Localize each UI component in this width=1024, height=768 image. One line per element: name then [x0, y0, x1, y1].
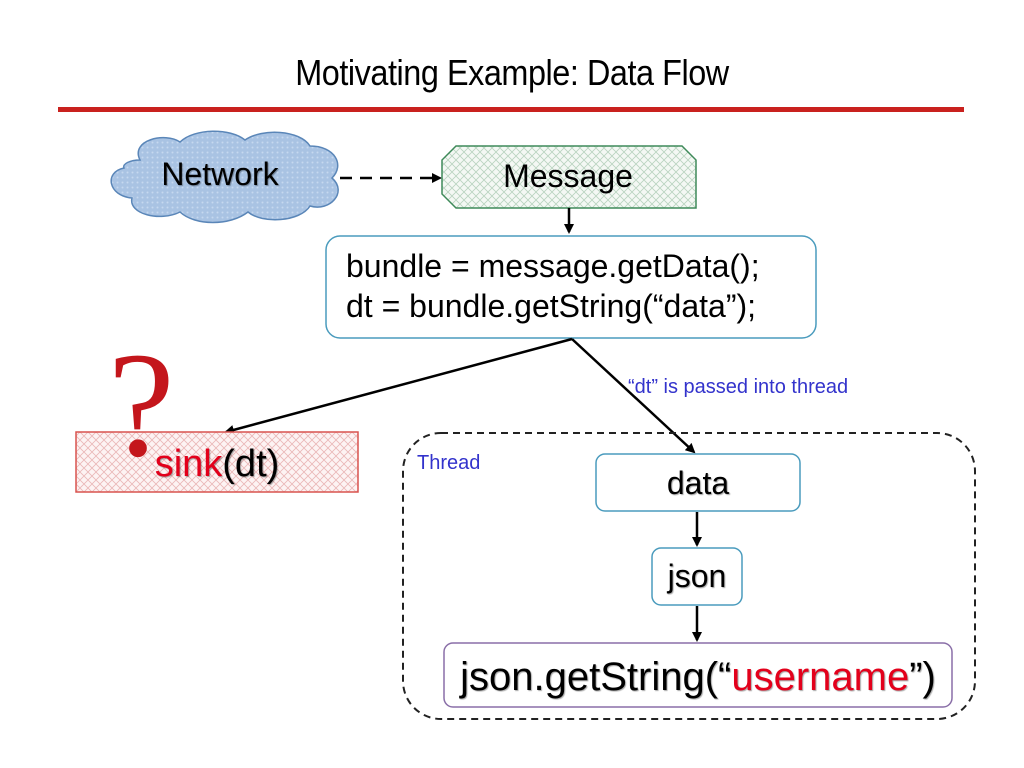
getstring-prefix: json.getString(“ — [460, 655, 732, 699]
sink-label: sink(dt) — [76, 443, 358, 486]
network-cloud — [110, 130, 339, 224]
network-label: Network — [161, 156, 279, 192]
code-line-1: bundle = message.getData(); — [346, 248, 760, 284]
getstring-key: username — [731, 655, 910, 699]
getstring-label: json.getString(“username”) — [444, 655, 952, 700]
question-mark: ? — [108, 322, 175, 488]
sink-argument: (dt) — [222, 443, 280, 485]
thread-label: Thread — [417, 452, 481, 474]
code-to-sink-arrow — [224, 337, 573, 435]
sink-box — [75, 431, 359, 493]
json-box — [651, 547, 743, 606]
code-line-2: dt = bundle.getString(“data”); — [346, 288, 757, 324]
getstring-suffix: ”) — [909, 655, 936, 699]
dt-passed-note: “dt” is passed into thread — [628, 376, 849, 398]
message-label: Message — [503, 158, 633, 194]
thread-container — [402, 432, 976, 720]
title-rule — [58, 107, 964, 112]
json-label: json — [667, 558, 727, 594]
data-box — [595, 453, 801, 512]
sink-function-name: sink — [154, 443, 223, 485]
getstring-box — [443, 642, 953, 708]
slide-title: Motivating Example: Data Flow — [295, 52, 729, 93]
data-label: data — [666, 465, 730, 501]
message-box — [441, 145, 697, 209]
